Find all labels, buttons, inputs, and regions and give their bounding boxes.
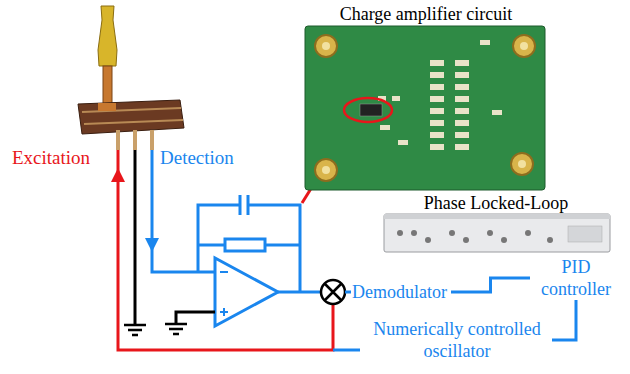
signal-connector [451,278,530,292]
ground-wire [134,150,137,325]
resistor-symbol [225,239,265,251]
excitation-wire [118,150,333,350]
capacitor-symbol [240,195,248,215]
probe-illustration [78,6,184,150]
node-text: Numerically controlled oscillator [362,318,552,362]
node-text: Phase Locked-Loop [380,192,612,214]
oscillator-wire [333,349,360,352]
opamp-plus [220,308,228,316]
node-text: PID controller [530,256,622,300]
node-text: Demodulator [352,281,451,303]
mixer-symbol [321,280,345,304]
process-label-node: Demodulator [352,281,451,303]
detection-arrowhead [145,238,159,252]
opamp-minus [220,271,228,273]
pcb-photo [305,26,545,190]
signal-name: Detection [160,147,234,169]
node-text: Charge amplifier circuit [305,3,547,25]
instrument-photo [384,214,610,252]
excitation-arrowhead [111,168,125,182]
plus-ground-wire [176,312,215,324]
opamp-symbol [215,258,278,326]
process-label-node: Numerically controlled oscillator [362,318,552,362]
signal-name: Excitation [12,147,90,169]
instrument-photo-node: Phase Locked-Loop [380,192,612,254]
mixer-to-demodulator-wire [345,291,351,294]
output-wire [278,291,321,294]
mixer-cross [325,284,341,300]
signal-connector [552,300,576,340]
process-label-node: PID controller [530,256,622,300]
circuit-photo-node: Charge amplifier circuit [305,3,547,191]
ground-symbol [165,324,187,334]
ground-symbol [124,325,146,335]
detection-wire [152,150,215,272]
